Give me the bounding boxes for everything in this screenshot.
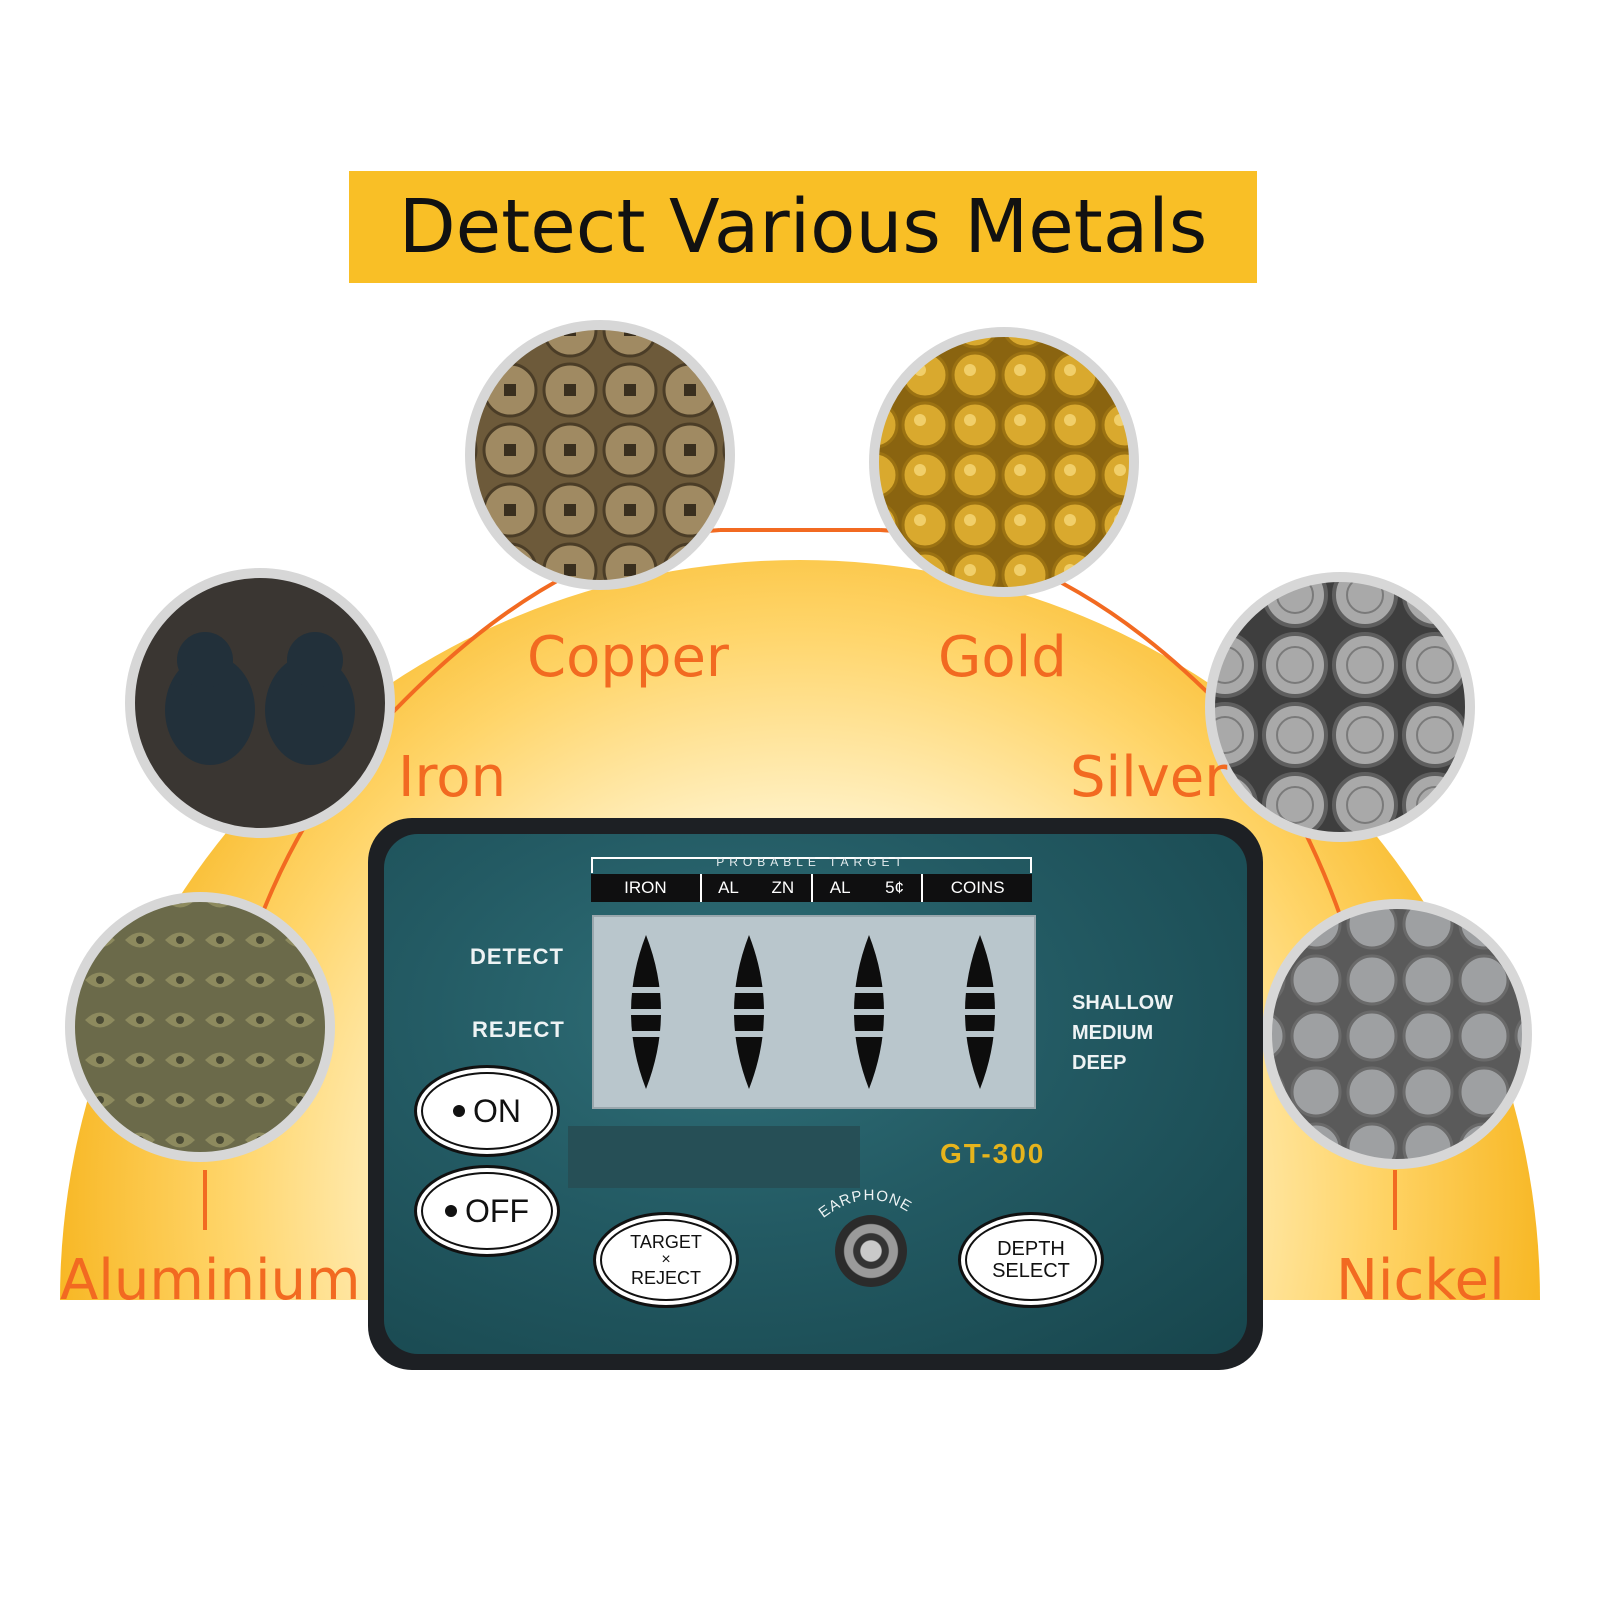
off-button-label: OFF: [465, 1192, 529, 1229]
copper-image: [465, 320, 735, 590]
gold-image: [869, 327, 1139, 597]
target-cells: IRON AL ZN AL 5¢ COINS: [591, 874, 1032, 902]
model-name: GT-300: [940, 1138, 1046, 1169]
on-button-label: ON: [473, 1092, 521, 1129]
probable-target-header: PROBABLE TARGET IRON AL ZN AL 5¢ COINS: [591, 855, 1032, 903]
depth-select-bottom: SELECT: [992, 1260, 1070, 1282]
label-copper: Copper: [527, 625, 729, 690]
target-reject-button[interactable]: TARGET × REJECT: [593, 1212, 739, 1308]
earphone-jack-icon[interactable]: [835, 1215, 907, 1287]
lcd-display: [592, 915, 1036, 1109]
reject-label: REJECT: [472, 1017, 565, 1042]
label-iron: Iron: [398, 745, 507, 810]
label-gold: Gold: [938, 625, 1067, 690]
depth-levels: SHALLOW MEDIUM DEEP: [1072, 988, 1173, 1078]
depth-medium: MEDIUM: [1072, 1022, 1154, 1044]
aluminium-image: [65, 892, 335, 1162]
depth-deep: DEEP: [1072, 1052, 1127, 1074]
depth-select-top: DEPTH: [997, 1238, 1065, 1260]
on-button[interactable]: ON: [414, 1065, 560, 1157]
page-title: Detect Various Metals: [398, 184, 1208, 270]
target-reject-mid: ×: [661, 1251, 671, 1268]
depth-select-button[interactable]: DEPTH SELECT: [958, 1212, 1104, 1308]
target-reject-top: TARGET: [630, 1232, 702, 1252]
silver-image: [1205, 572, 1475, 842]
label-silver: Silver: [1070, 745, 1228, 810]
target-cell-iron: IRON: [591, 874, 702, 902]
depth-shallow: SHALLOW: [1072, 992, 1174, 1014]
blank-label-strip: [568, 1126, 860, 1188]
lcd-segments: [614, 935, 1014, 1089]
off-button[interactable]: OFF: [414, 1165, 560, 1257]
detect-label: DETECT: [470, 944, 564, 969]
on-indicator-dot-icon: [453, 1105, 465, 1117]
label-nickel: Nickel: [1336, 1248, 1505, 1313]
target-cell-al-5c: AL 5¢: [813, 874, 924, 902]
label-aluminium: Aluminium: [60, 1248, 361, 1313]
target-cell-al-zn: AL ZN: [702, 874, 813, 902]
off-indicator-dot-icon: [445, 1205, 457, 1217]
title-banner: Detect Various Metals: [349, 171, 1257, 283]
nickel-image: [1262, 899, 1532, 1169]
target-reject-bottom: REJECT: [630, 1268, 701, 1288]
target-cell-coins: COINS: [950, 878, 1005, 897]
probable-target-title: PROBABLE TARGET: [716, 855, 907, 869]
